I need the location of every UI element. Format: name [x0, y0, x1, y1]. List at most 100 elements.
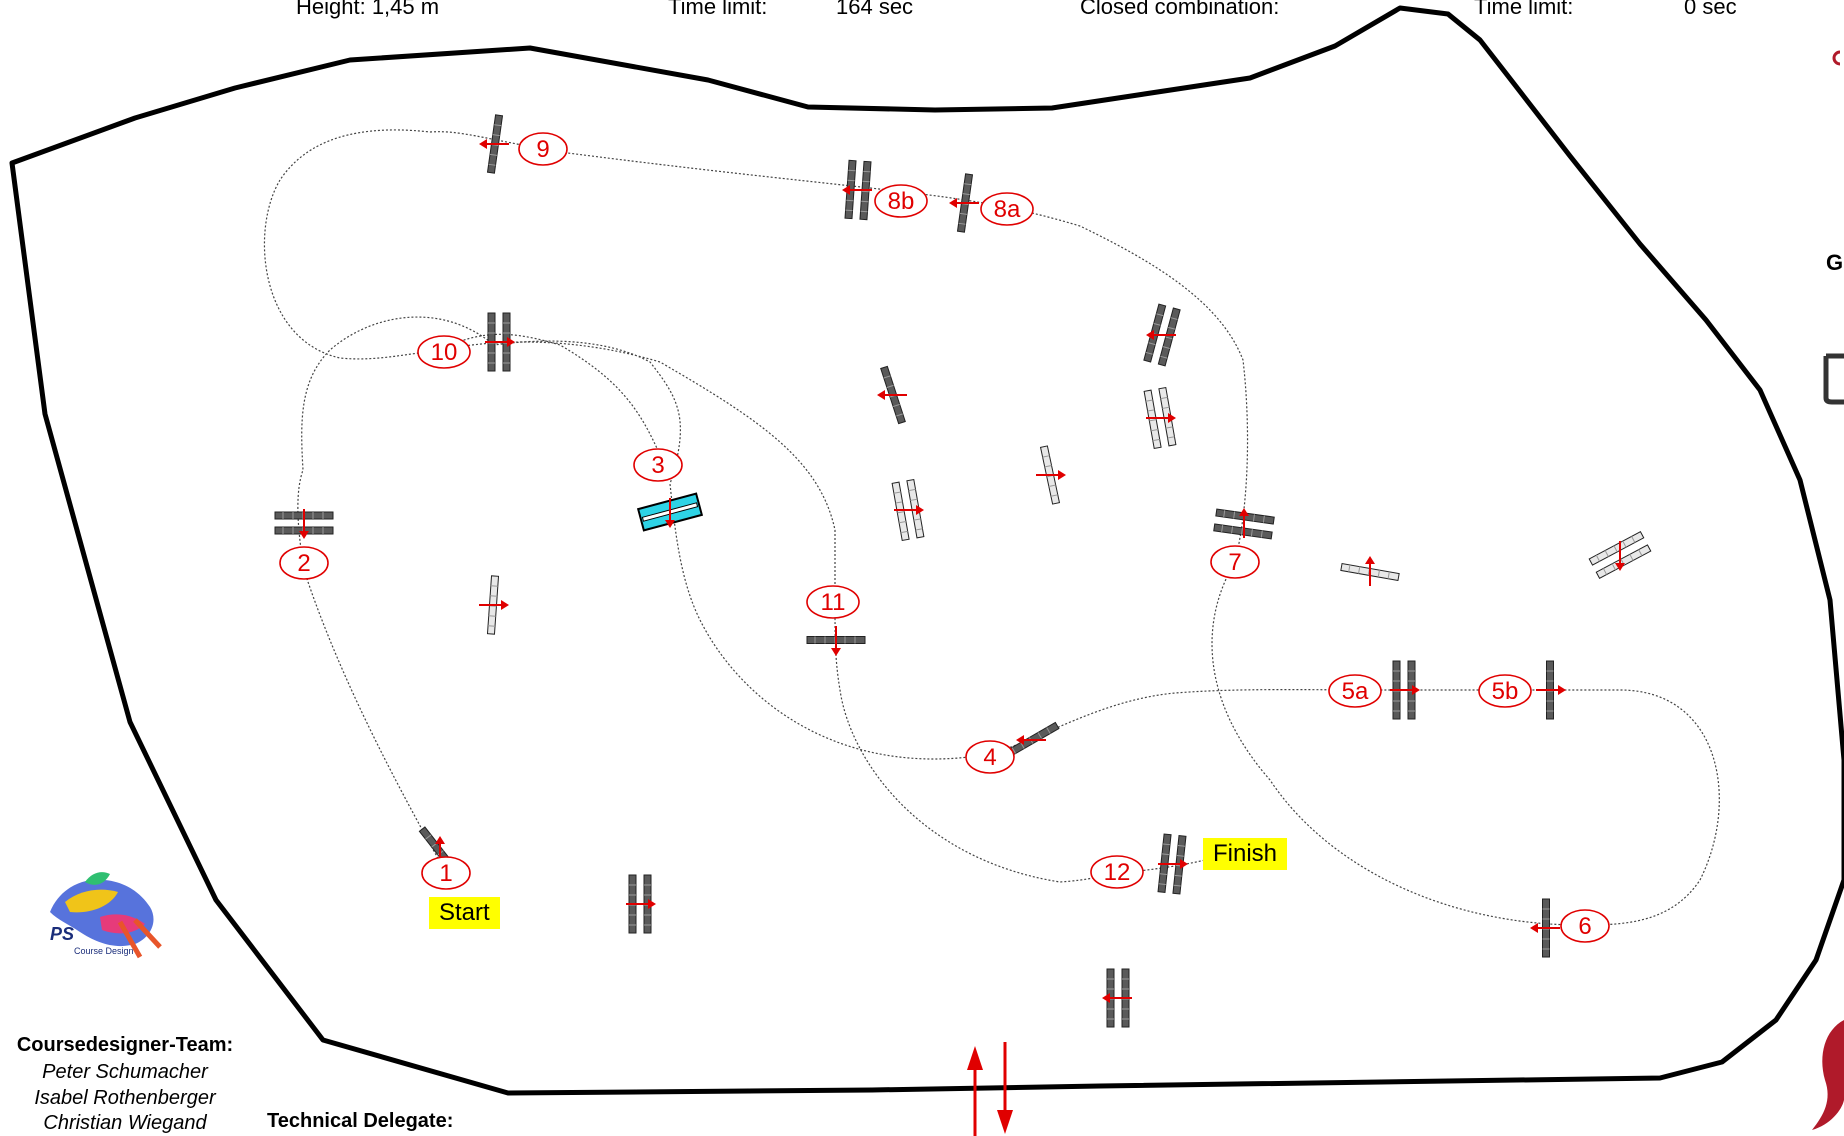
jump-10 — [485, 312, 515, 372]
direction-arrow — [1536, 685, 1566, 695]
jumps-layer — [274, 114, 1652, 1028]
jump-number-text: 5b — [1492, 678, 1519, 705]
extra-obstacle-5 — [891, 478, 925, 542]
jump-number-text: 2 — [297, 550, 310, 577]
extra-obstacle-1 — [626, 874, 656, 934]
direction-arrow — [1530, 923, 1560, 933]
time-limit-value: 164 sec — [836, 0, 914, 19]
direction-arrow — [299, 509, 309, 539]
jump-number-1: 1 — [421, 856, 471, 890]
direction-arrow — [1365, 556, 1375, 586]
direction-arrow — [665, 498, 675, 528]
jump-4 — [1004, 721, 1060, 759]
jump-3-water — [636, 492, 704, 532]
jump-number-text: 12 — [1104, 859, 1131, 886]
extra-obstacle-6 — [1036, 445, 1066, 505]
jump-5a — [1390, 660, 1420, 720]
jump-7 — [1213, 508, 1275, 540]
pole — [1595, 544, 1652, 580]
closed-combination-label: Closed combination: — [1080, 0, 1280, 19]
direction-arrow — [831, 626, 841, 656]
direction-arrow — [485, 337, 515, 347]
jump-number-text: 1 — [439, 860, 452, 887]
jump-number-text: 3 — [651, 452, 664, 479]
logo-initials: PS — [50, 924, 75, 944]
entrance-exit-arrows — [967, 1042, 1013, 1136]
jump-number-text: 4 — [983, 744, 996, 771]
direction-arrow — [894, 505, 924, 515]
direction-arrow — [842, 185, 872, 195]
team-member-3: Christian Wiegand — [43, 1112, 207, 1134]
direction-arrow — [1102, 993, 1132, 1003]
jump-number-8b: 8b — [874, 184, 928, 218]
jump-number-text: 8b — [888, 188, 915, 215]
jump-number-text: 9 — [536, 136, 549, 163]
time-limit-label-2: Time limit: — [1474, 0, 1574, 19]
direction-arrow — [1146, 413, 1176, 423]
pole — [1157, 307, 1181, 367]
pole — [1588, 530, 1645, 566]
jump-11 — [806, 626, 866, 656]
jump-number-text: 11 — [821, 589, 846, 616]
jump-number-text: 7 — [1228, 549, 1241, 576]
jump-number-text: 10 — [431, 339, 458, 366]
jump-number-8a: 8a — [980, 192, 1034, 226]
team-member-2: Isabel Rothenberger — [34, 1087, 216, 1109]
jump-number-9: 9 — [518, 132, 568, 166]
course-route — [263, 129, 1720, 926]
extra-obstacle-4 — [877, 365, 907, 425]
extra-obstacle-2 — [1102, 968, 1132, 1028]
jump-8a — [949, 173, 979, 233]
direction-arrow — [1036, 470, 1066, 480]
jump-number-3: 3 — [633, 448, 683, 482]
time-limit-value-2: 0 sec — [1684, 0, 1737, 19]
jump-9 — [479, 114, 509, 174]
jump-number-11: 11 — [806, 585, 860, 619]
arena-outline — [9, 5, 1844, 1096]
ps-course-design-logo: PS Course Design — [40, 862, 170, 962]
jump-12 — [1157, 833, 1188, 895]
start-sign: Start — [429, 897, 500, 929]
jump-number-6: 6 — [1560, 909, 1610, 943]
jump-8b — [842, 159, 872, 221]
extra-obstacle-10 — [1588, 530, 1652, 580]
height-text: Height: 1,45 m — [296, 0, 440, 19]
jump-number-4: 4 — [965, 740, 1015, 774]
jump-number-5a: 5a — [1328, 674, 1382, 708]
jump-6 — [1530, 898, 1560, 958]
jump-number-7: 7 — [1210, 545, 1260, 579]
jump-number-text: 6 — [1578, 913, 1591, 940]
technical-delegate-label: Technical Delegate: — [267, 1110, 454, 1132]
jump-2 — [274, 509, 334, 539]
direction-arrow — [1390, 685, 1420, 695]
jump-number-text: 5a — [1342, 678, 1369, 705]
jump-5b — [1536, 660, 1566, 720]
direction-arrow — [949, 198, 979, 208]
jump-number-10: 10 — [417, 335, 471, 369]
direction-arrow — [1016, 735, 1046, 745]
jump-number-12: 12 — [1090, 855, 1144, 889]
direction-arrow — [1158, 859, 1188, 869]
direction-arrow — [479, 600, 509, 610]
logo-subtitle: Course Design — [74, 946, 134, 956]
jump-number-text: 8a — [994, 196, 1021, 223]
right-edge-decor — [1812, 50, 1844, 1130]
jump-number-5b: 5b — [1478, 674, 1532, 708]
direction-arrow — [1239, 508, 1249, 538]
extra-obstacle-8 — [1143, 386, 1177, 450]
team-title: Coursedesigner-Team: — [16, 1034, 234, 1056]
extra-obstacle-3 — [479, 575, 509, 635]
direction-arrow — [877, 390, 907, 400]
direction-arrow — [626, 899, 656, 909]
finish-sign: Finish — [1203, 838, 1288, 870]
jump-number-2: 2 — [279, 546, 329, 580]
direction-arrow — [479, 139, 509, 149]
edge-letter-g: G — [1826, 250, 1844, 275]
direction-arrow — [1615, 541, 1625, 571]
direction-arrow — [1146, 330, 1176, 340]
extra-obstacle-9 — [1340, 556, 1400, 586]
team-member-1: Peter Schumacher — [42, 1061, 208, 1083]
time-limit-label: Time limit: — [668, 0, 768, 19]
